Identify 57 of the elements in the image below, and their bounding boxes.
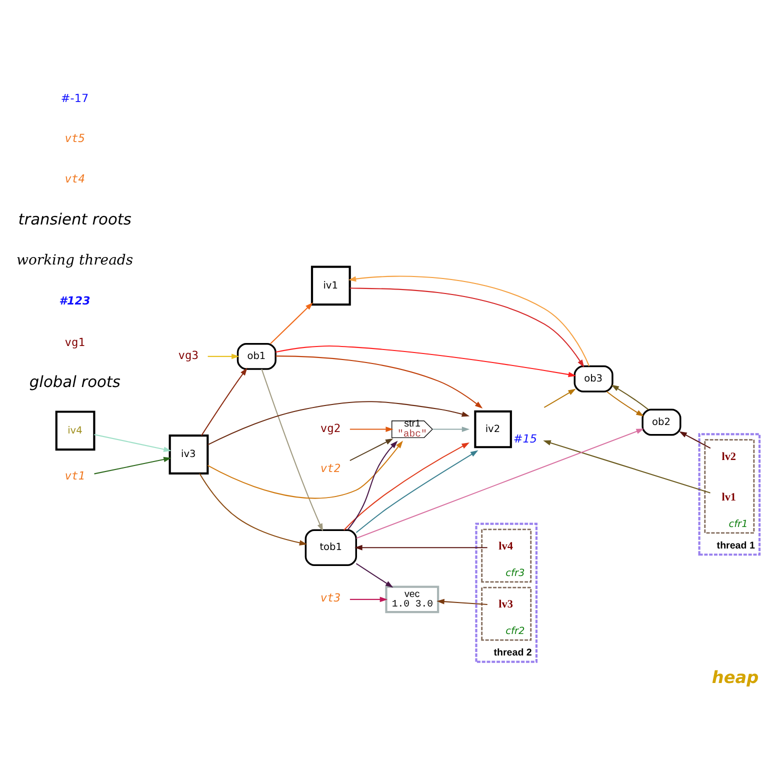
arrow — [201, 368, 248, 436]
node-text: lv1 — [722, 492, 736, 504]
arrow — [208, 354, 240, 360]
node-text: vt2 — [320, 462, 341, 475]
arrow — [356, 450, 478, 533]
node-text: lv2 — [722, 450, 736, 463]
arrow — [350, 288, 584, 368]
arrow — [276, 356, 483, 408]
node-label: #15 — [513, 432, 537, 446]
label: vg1 — [64, 336, 86, 349]
arrow — [261, 368, 323, 532]
arrow — [270, 302, 313, 344]
node-text: vg3 — [178, 349, 198, 362]
node-box: iv1 — [310, 266, 351, 306]
node-text: vt3 — [320, 591, 341, 604]
arrow — [199, 473, 308, 546]
node-box: vec 1.0 3.0 — [385, 586, 440, 614]
caption: heap — [712, 666, 759, 687]
label: transient roots — [18, 210, 132, 228]
node-box: tob1 — [304, 529, 357, 566]
arrow — [350, 438, 394, 462]
node-box: ob2 — [642, 408, 682, 436]
arrow — [347, 440, 398, 530]
label: #123 — [59, 294, 90, 308]
arrow — [606, 391, 644, 416]
arrow — [432, 426, 470, 432]
label: working threads — [16, 252, 134, 269]
arrow — [94, 434, 172, 452]
label: global roots — [29, 372, 120, 391]
arrow — [276, 345, 576, 378]
arrow — [356, 563, 394, 588]
arrow — [543, 440, 710, 494]
arrow — [544, 388, 576, 408]
arrow — [208, 401, 470, 446]
arrow — [344, 442, 470, 530]
label: #-17 — [60, 92, 89, 106]
arrow — [348, 276, 590, 366]
arrow — [679, 431, 711, 449]
node-box: ob3 — [574, 365, 614, 392]
node-text: vg2 — [320, 422, 341, 435]
arrow — [436, 598, 488, 606]
label: vt5 — [64, 132, 86, 145]
arrow — [356, 428, 644, 539]
node-box: iv4 — [55, 410, 96, 451]
arrow — [354, 544, 488, 550]
node-text: lv3 — [498, 598, 513, 611]
node-text: lv4 — [498, 540, 513, 553]
arrow — [611, 384, 649, 410]
node-box: iv2 — [474, 410, 512, 448]
arrow — [94, 456, 172, 474]
node-box: iv3 — [168, 434, 209, 474]
arrow — [207, 440, 403, 499]
arrow — [350, 596, 388, 602]
arrow — [350, 426, 394, 432]
label: vt4 — [64, 172, 86, 186]
node-box: ob1 — [236, 342, 276, 370]
node-text: vt1 — [64, 470, 86, 483]
